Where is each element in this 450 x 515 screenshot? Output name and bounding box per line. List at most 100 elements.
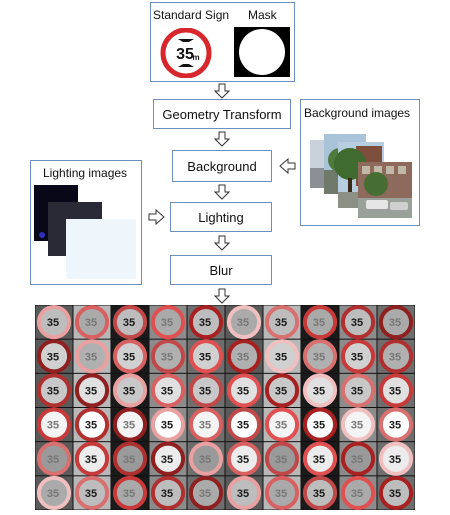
sign-text: 35: [47, 351, 59, 363]
sign-sample: 35: [187, 475, 225, 510]
sign-ring: [74, 339, 110, 374]
sign-sample: 35: [301, 475, 339, 510]
sign-sample: 35: [225, 339, 263, 374]
sign-text: 35: [199, 317, 211, 329]
sign-ring: [150, 407, 186, 442]
sign-ring: [302, 475, 338, 510]
sign-value: 35: [176, 46, 194, 63]
right-arrow-icon: [148, 209, 165, 225]
background-images-label: Background images: [304, 106, 411, 120]
sign-text: 35: [389, 454, 401, 466]
sign-sample: 35: [73, 339, 111, 374]
sign-text: 35: [237, 385, 249, 397]
sign-ring: [340, 475, 376, 510]
sign-text: 35: [275, 351, 287, 363]
sign-sample: 35: [73, 407, 111, 442]
sign-ring: [112, 339, 148, 374]
sign-ring: [378, 305, 414, 340]
sign-sample: 35: [263, 407, 301, 442]
sign-ring: [36, 373, 72, 408]
sign-ring: [340, 407, 376, 442]
sign-text: 35: [123, 351, 135, 363]
geometry-transform-step: Geometry Transform: [153, 99, 291, 129]
sign-text: 35: [313, 488, 325, 500]
sign-sample: 35: [35, 339, 73, 374]
sign-text: 35: [123, 385, 135, 397]
sign-sample: 35: [149, 475, 187, 510]
sign-ring: [226, 407, 262, 442]
sign-sample: 35: [339, 305, 377, 340]
sign-text: 35: [389, 488, 401, 500]
sign-text: 35: [47, 420, 59, 432]
sign-text: 35: [161, 420, 173, 432]
sign-text: 35: [351, 317, 363, 329]
sign-text: 35: [275, 385, 287, 397]
sign-text: 35: [389, 351, 401, 363]
sign-sample: 35: [73, 373, 111, 408]
sign-ring: [188, 373, 224, 408]
sign-ring: [264, 407, 300, 442]
sign-ring: [378, 339, 414, 374]
sign-text: 35: [351, 488, 363, 500]
sign-sample: 35: [301, 339, 339, 374]
sign-sample: 35: [35, 475, 73, 510]
mask-label: Mask: [248, 8, 277, 22]
sign-sample: 35: [225, 305, 263, 340]
sign-text: 35: [47, 488, 59, 500]
sign-text: 35: [47, 454, 59, 466]
sign-text: 35: [123, 488, 135, 500]
sign-ring: [188, 339, 224, 374]
sign-ring: [74, 373, 110, 408]
sign-sample: 35: [149, 407, 187, 442]
sign-text: 35: [123, 454, 135, 466]
sign-text: 35: [161, 317, 173, 329]
sign-text: 35: [351, 420, 363, 432]
sign-sample: 35: [187, 305, 225, 340]
sign-sample: 35: [339, 373, 377, 408]
sign-text: 35: [389, 317, 401, 329]
sign-ring: [378, 441, 414, 476]
sign-text: 35: [199, 488, 211, 500]
sign-text: 35: [237, 454, 249, 466]
sign-ring: [188, 441, 224, 476]
sign-ring: [340, 339, 376, 374]
down-arrow-icon: [214, 288, 230, 304]
sign-sample: 35: [339, 407, 377, 442]
sign-ring: [150, 373, 186, 408]
sign-sample: 35: [35, 441, 73, 476]
sign-sample: 35: [225, 441, 263, 476]
sign-text: 35: [85, 317, 97, 329]
sign-sample: 35: [111, 373, 149, 408]
sign-ring: [264, 305, 300, 340]
sign-sample: 35: [225, 373, 263, 408]
sign-ring: [226, 373, 262, 408]
sign-ring: [36, 407, 72, 442]
sign-ring: [188, 475, 224, 510]
sign-ring: [226, 475, 262, 510]
sign-text: 35: [47, 317, 59, 329]
sign-ring: [378, 407, 414, 442]
sign-text: 35: [275, 454, 287, 466]
sign-ring: [302, 339, 338, 374]
sign-sample: 35: [73, 475, 111, 510]
sign-ring: [264, 373, 300, 408]
sign-ring: [264, 339, 300, 374]
sign-sample: 35: [149, 373, 187, 408]
sign-text: 35: [237, 317, 249, 329]
sign-sample: 35: [35, 373, 73, 408]
down-arrow-icon: [214, 83, 230, 99]
sign-text: 35: [351, 454, 363, 466]
sign-ring: [264, 475, 300, 510]
background-images-stack: [310, 134, 412, 218]
sign-text: 35: [275, 420, 287, 432]
down-arrow-icon: [214, 235, 230, 251]
sign-text: 35: [85, 488, 97, 500]
sign-ring: [378, 475, 414, 510]
sign-sample: 35: [111, 475, 149, 510]
standard-sign-label: Standard Sign: [153, 8, 230, 22]
background-step: Background: [172, 150, 272, 182]
sign-ring: [340, 373, 376, 408]
sign-ring: [302, 305, 338, 340]
sign-text: 35: [313, 351, 325, 363]
sign-ring: [36, 305, 72, 340]
